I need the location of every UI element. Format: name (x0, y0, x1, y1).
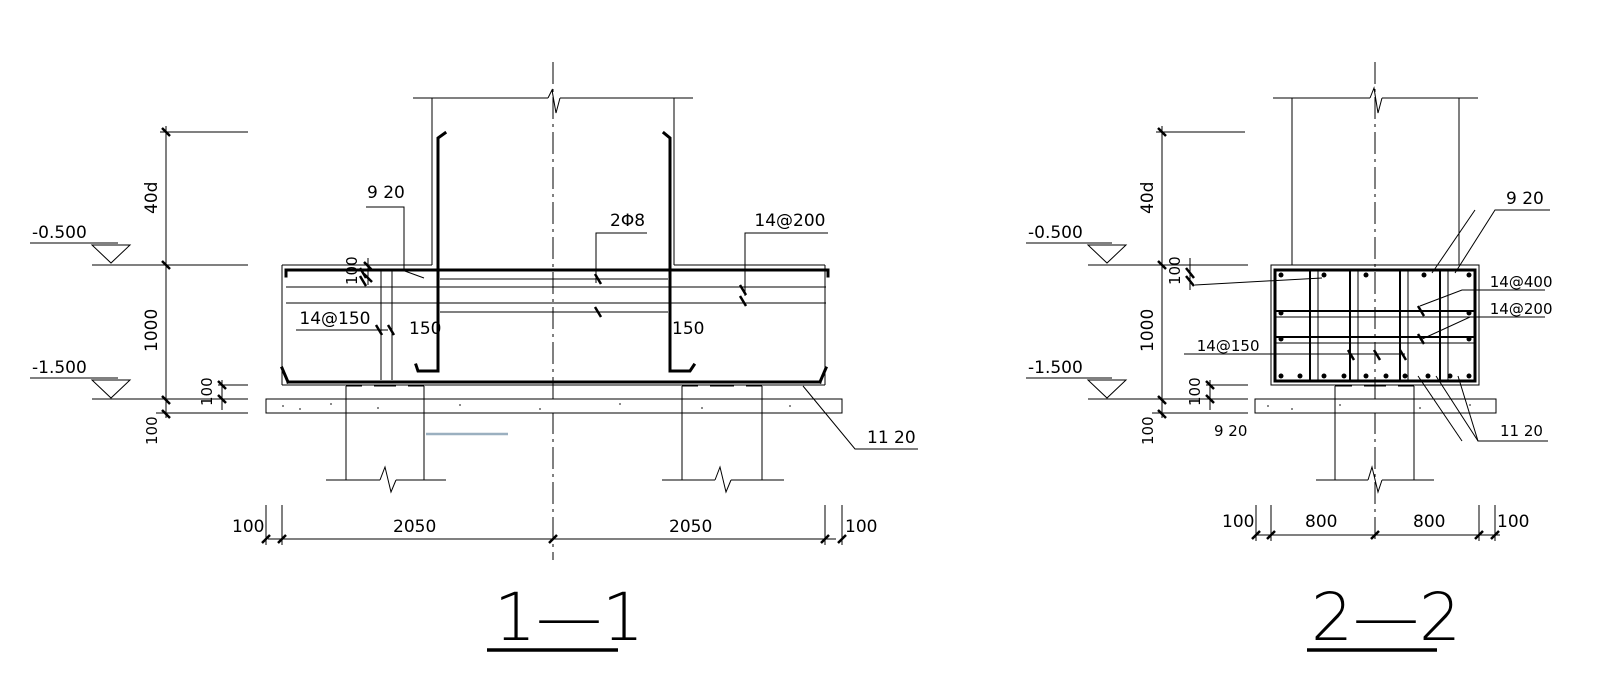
label-column-bars: 9 20 (367, 183, 405, 203)
elevation-bottom-label: -1.500 (32, 358, 87, 378)
reinforcement-1-1 (280, 130, 830, 384)
label-left-bars-2: 9 20 (1214, 422, 1247, 440)
label-bottom-bars-2: 11 20 (1500, 422, 1543, 440)
dim-cover-top: 100 (343, 256, 361, 285)
dim-depth-2: 1000 (1138, 309, 1158, 352)
dim-anchor: 40d (142, 182, 162, 214)
dim-edge-left: 100 (232, 517, 264, 537)
pile-right (662, 385, 784, 494)
section-2-2: 9 20 14@400 14@200 14@150 11 20 9 20 -0.… (1026, 62, 1553, 656)
label-top-mesh: 14@200 (749, 211, 825, 231)
section-title-1-1: 1—1 (494, 579, 644, 656)
label-tie: 2Φ8 (610, 211, 645, 231)
dim-cover-top-2: 100 (1166, 256, 1184, 285)
label-side-mesh: 14@150 (294, 309, 370, 329)
label-top-bars: 9 20 (1506, 189, 1544, 209)
dim-edge-right-2: 100 (1497, 512, 1529, 532)
elevation-top-label-2: -0.500 (1028, 223, 1083, 243)
lean-concrete-2 (1254, 398, 1497, 414)
pile-2 (1316, 385, 1434, 494)
label-mesh-400: 14@400 (1485, 273, 1553, 291)
dim-edge-left-2: 100 (1222, 512, 1254, 532)
dim-half-right: 2050 (669, 517, 712, 537)
column-outline-2 (1273, 86, 1478, 265)
label-hook-left: 150 (409, 319, 441, 339)
label-mesh-150: 14@150 (1192, 337, 1260, 355)
dim-lean-2: 100 (1186, 377, 1204, 406)
dim-lean: 100 (198, 377, 216, 406)
leaders-1-1 (296, 206, 918, 450)
reinforcement-2-2 (1273, 268, 1477, 383)
dim-half-right-2: 800 (1413, 512, 1445, 532)
leaders-2-2 (1184, 209, 1550, 442)
dim-depth: 1000 (142, 309, 162, 352)
elevation-marker-bottom-2 (1026, 377, 1248, 400)
elevation-bottom-label-2: -1.500 (1028, 358, 1083, 378)
vertical-dimensions-2-2 (1152, 126, 1248, 419)
dim-anchor-2: 40d (1138, 182, 1158, 214)
label-mesh-200: 14@200 (1485, 300, 1553, 318)
footing-outline (281, 264, 826, 386)
section-title-2-2: 2—2 (1311, 579, 1461, 656)
column-outline (413, 88, 693, 265)
label-hook-right: 150 (672, 319, 704, 339)
elevation-top-label: -0.500 (32, 223, 87, 243)
horizontal-dimensions-1-1 (261, 505, 847, 545)
pile-left (326, 385, 446, 494)
section-1-1: 9 20 2Φ8 14@200 14@150 11 20 150 150 -0.… (30, 62, 918, 656)
horizontal-dimensions-2-2 (1251, 505, 1500, 541)
elevation-marker-top-2 (1026, 242, 1248, 266)
dim-cover-bottom-2: 100 (1139, 416, 1157, 445)
label-bottom-bars: 11 20 (867, 428, 916, 448)
elevation-marker-top (30, 242, 248, 266)
dim-half-left: 2050 (393, 517, 436, 537)
vertical-dimensions-1-1 (156, 126, 373, 419)
dim-cover-bottom: 100 (143, 416, 161, 445)
lean-concrete (265, 398, 843, 414)
dim-half-left-2: 800 (1305, 512, 1337, 532)
footing-outline-2 (1270, 264, 1480, 386)
dim-edge-right: 100 (845, 517, 877, 537)
